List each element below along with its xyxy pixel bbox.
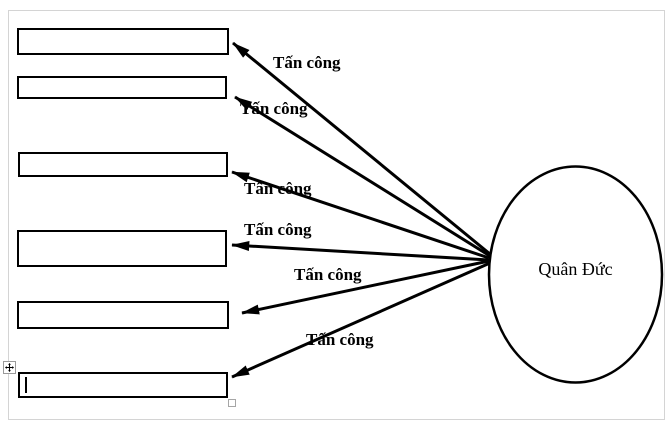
attack-label-4[interactable]: Tấn công [244, 220, 312, 239]
attack-label-1[interactable]: Tấn công [273, 53, 341, 72]
target-box-6[interactable] [18, 372, 228, 398]
ellipse-quan-duc[interactable] [487, 165, 664, 384]
attack-arrow-6[interactable] [231, 261, 491, 379]
attack-arrow-1[interactable] [232, 41, 491, 256]
move-handle[interactable] [3, 361, 16, 374]
attack-arrow-2[interactable] [234, 95, 491, 258]
attack-arrow-3[interactable] [231, 170, 490, 260]
attack-label-6[interactable]: Tấn công [306, 330, 374, 349]
move-cross-icon [5, 363, 14, 372]
attack-arrow-5[interactable] [241, 259, 490, 315]
target-box-5[interactable] [17, 301, 229, 329]
attack-label-2[interactable]: Tấn công [240, 99, 308, 118]
ellipse-label: Quân Đức [538, 259, 613, 279]
attack-arrow-4[interactable] [231, 241, 490, 262]
resize-handle[interactable] [228, 399, 236, 407]
attack-label-3[interactable]: Tấn công [244, 179, 312, 198]
target-box-3[interactable] [18, 152, 228, 177]
attack-label-5[interactable]: Tấn công [294, 265, 362, 284]
target-box-4[interactable] [17, 230, 227, 267]
text-cursor [25, 377, 27, 393]
target-box-2[interactable] [17, 76, 227, 99]
target-box-1[interactable] [17, 28, 229, 55]
